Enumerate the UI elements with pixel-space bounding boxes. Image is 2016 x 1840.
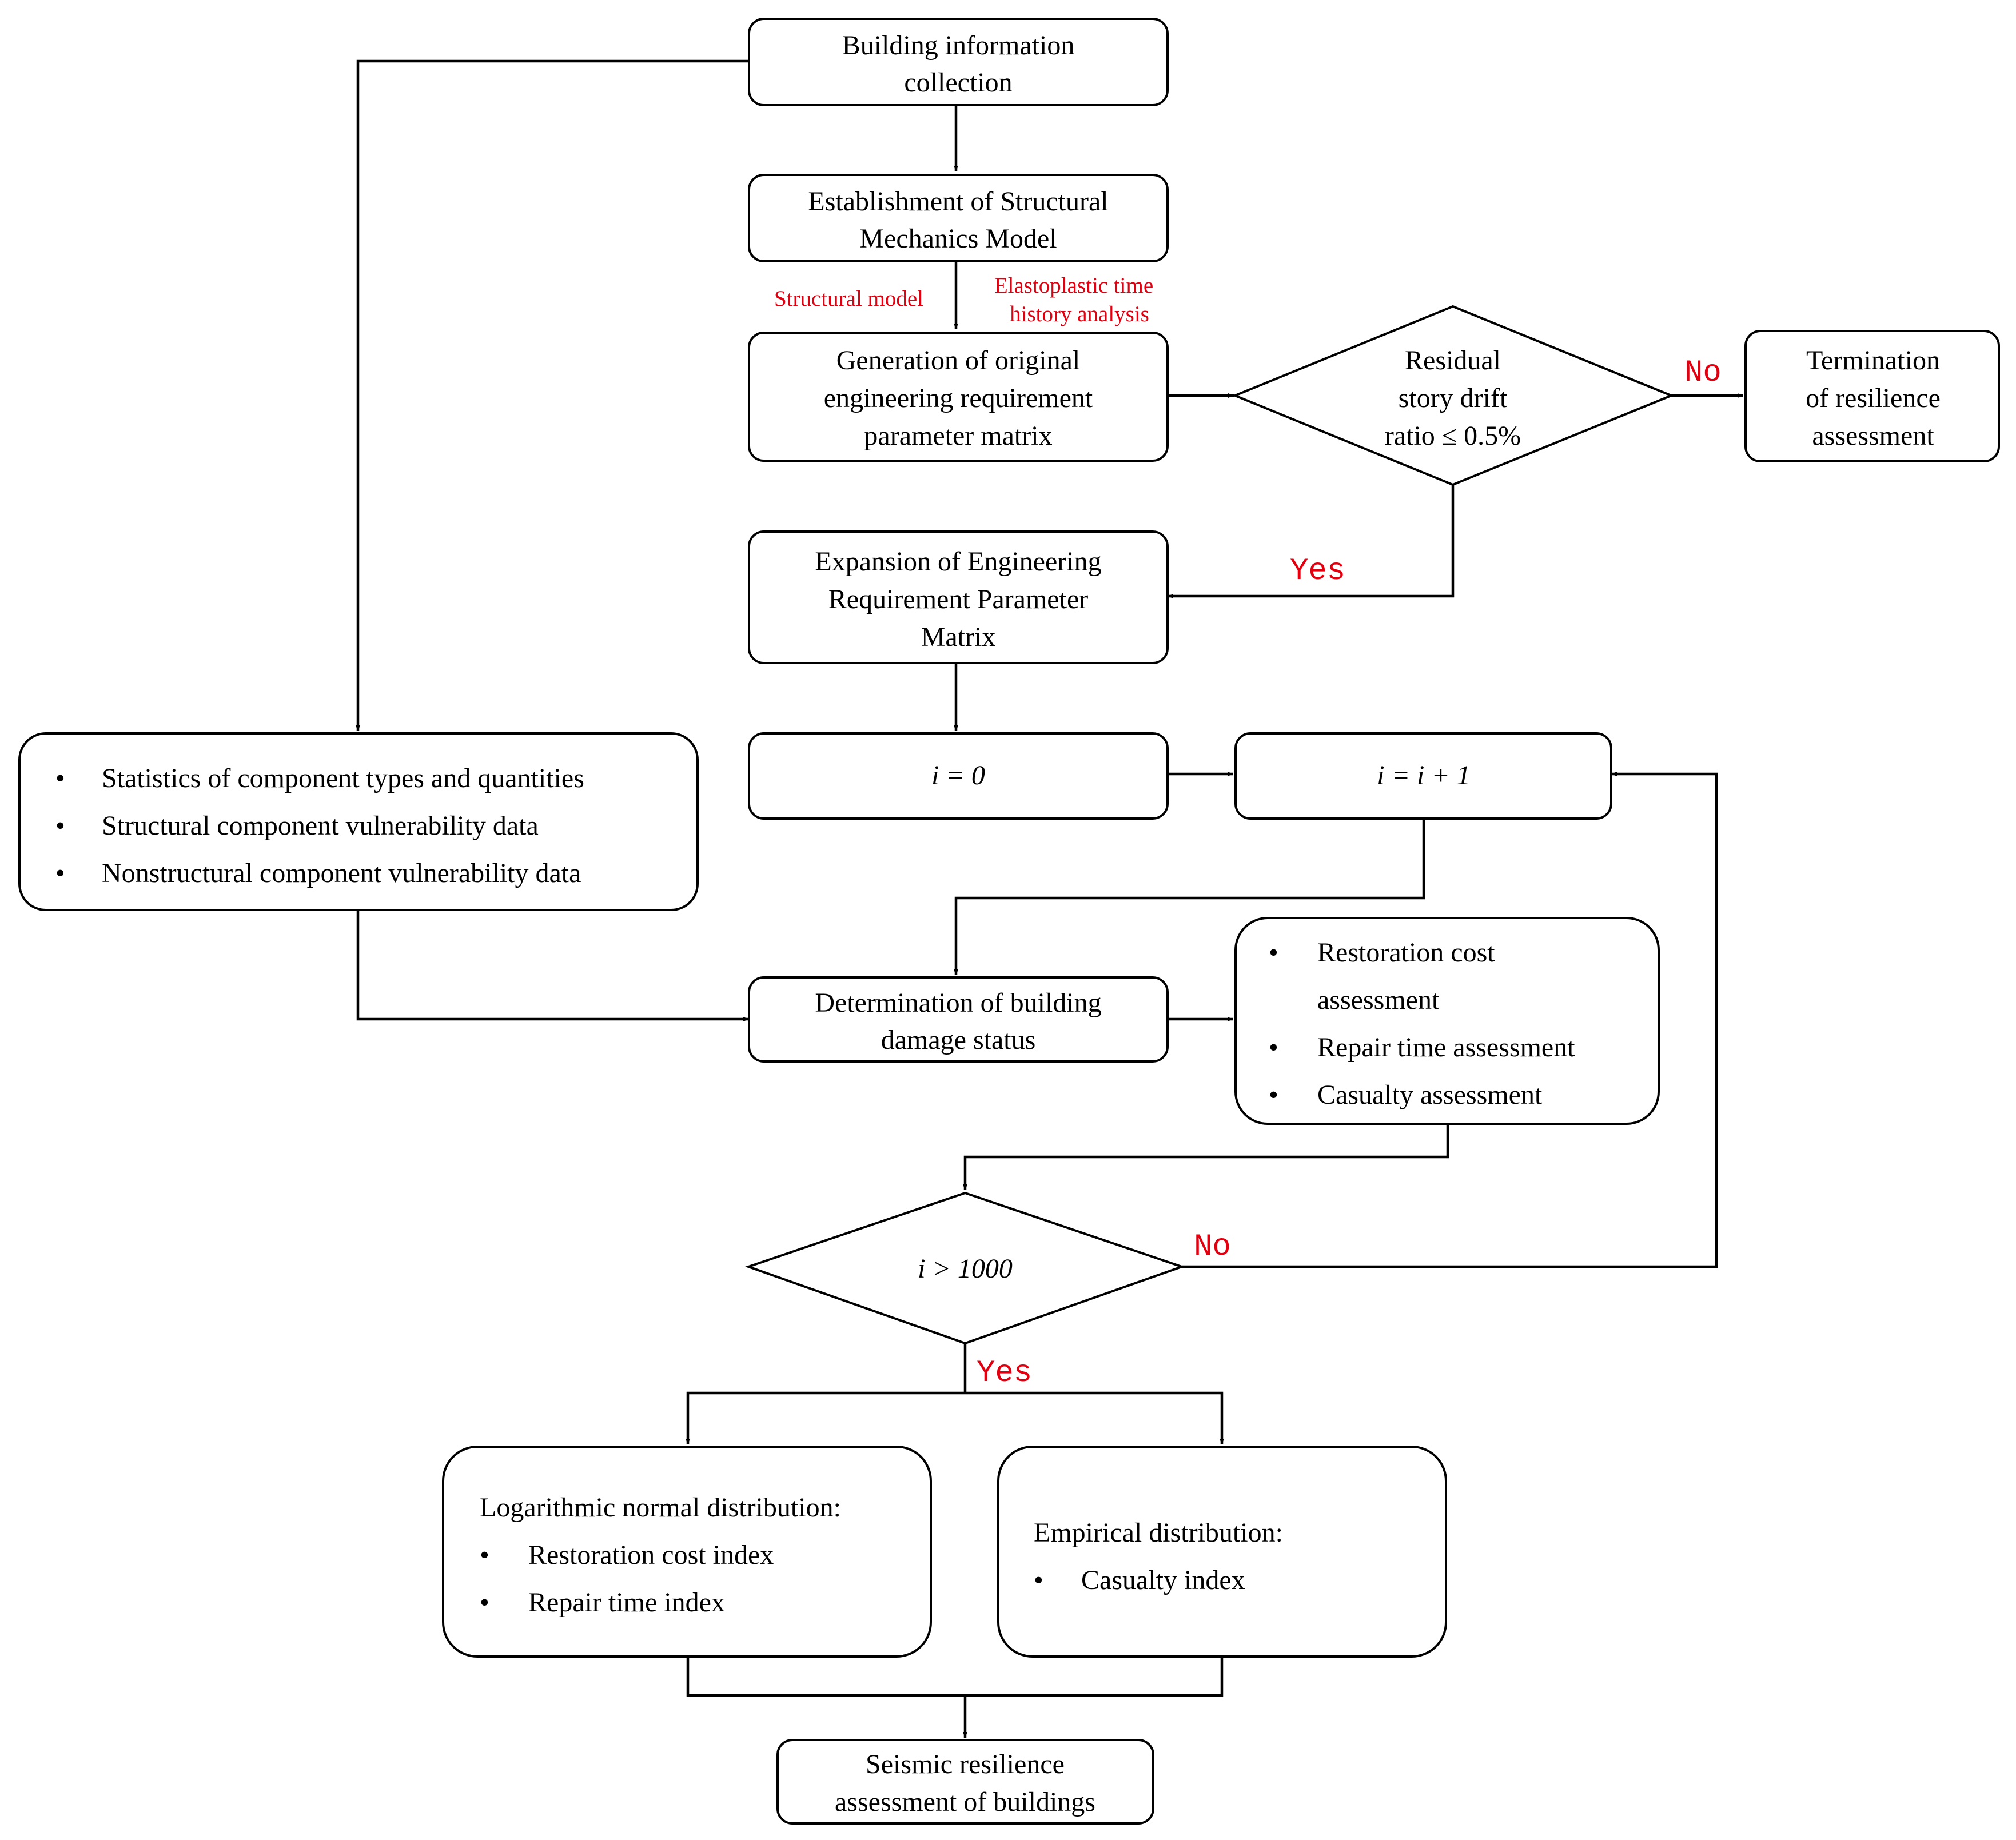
connector-lognormal-to-merge [686,1657,1224,1697]
edge-label-group-analysis: Structural model Elastoplastic time hist… [774,273,1153,326]
assessments-bullet-1: • [1269,937,1278,968]
component-bullet-1: • [55,763,65,793]
arrow-assessments-to-i-decision [963,1124,1449,1190]
lognormal-item-1: Restoration cost index [528,1540,774,1570]
diamond-i-decision: i > 1000 [744,1191,1186,1345]
box-i-increment: i = i + 1 [1234,732,1612,820]
box-seismic-resilience-assessment: Seismic resilience assessment of buildin… [776,1739,1154,1825]
empirical-title: Empirical distribution: [1034,1518,1283,1548]
seismic-line-2: assessment of buildings [835,1787,1095,1817]
label-no-termination: No [1684,356,1722,390]
i-decision-label: i > 1000 [918,1254,1013,1284]
i-zero-label: i = 0 [931,760,985,791]
generation-line-3: parameter matrix [864,421,1052,451]
structural-model-line-1: Establishment of Structural [808,186,1108,217]
label-elastoplastic-line-2: history analysis [1010,302,1149,326]
lognormal-title: Logarithmic normal distribution: [480,1492,841,1523]
arrow-i-increment-to-damage-status [954,819,1425,975]
arrow-component-data-to-damage-status [356,910,749,1021]
residual-line-1: Residual [1405,345,1501,376]
lognormal-item-2: Repair time index [528,1587,725,1618]
arrow-info-to-component-data [356,59,749,731]
component-item-1: Statistics of component types and quanti… [102,763,584,793]
arrow-i-decision-no-loop [1182,772,1718,1268]
label-structural-model: Structural model [774,286,923,311]
box-component-data: • Statistics of component types and quan… [18,732,699,911]
box-i-zero: i = 0 [748,732,1169,820]
label-yes-output: Yes [977,1356,1032,1391]
label-elastoplastic-line-1: Elastoplastic time [994,273,1153,298]
expansion-line-1: Expansion of Engineering [815,546,1101,577]
label-yes-expansion: Yes [1290,554,1345,589]
component-bullet-3: • [55,858,65,888]
empirical-bullet-1: • [1034,1565,1043,1595]
box-building-information-collection: Building information collection [748,18,1169,106]
label-no-loop: No [1194,1230,1231,1264]
expansion-line-3: Matrix [921,622,996,652]
box-generation-edp-matrix: Generation of original engineering requi… [748,332,1169,462]
box-termination-of-resilience-assessment: Termination of resilience assessment [1744,330,2000,462]
connectors [356,59,1743,1738]
assessments-item-1-cont: assessment [1317,985,1440,1015]
assessments-bullet-2: • [1269,1032,1278,1063]
seismic-line-1: Seismic resilience [866,1749,1065,1779]
arrow-residual-yes-to-expansion [1168,485,1455,598]
box-assessments: • Restoration cost assessment • Repair t… [1234,917,1660,1125]
damage-status-line-1: Determination of building [815,988,1101,1018]
component-item-2: Structural component vulnerability data [102,811,539,841]
box-expansion-edp-matrix: Expansion of Engineering Requirement Par… [748,530,1169,664]
arrow-yes-to-empirical [965,1391,1224,1444]
component-bullet-2: • [55,811,65,841]
i-zero-variable: i = 0 [931,760,985,791]
arrow-yes-to-lognormal [686,1391,965,1444]
expansion-line-2: Requirement Parameter [828,584,1088,614]
residual-line-2: story drift [1399,383,1508,413]
diamond-residual-drift-decision: Residual story drift ratio ≤ 0.5% [1232,305,1675,486]
structural-model-line-2: Mechanics Model [859,223,1057,254]
lognormal-bullet-1: • [480,1540,489,1570]
termination-line-2: of resilience [1806,383,1941,413]
box-empirical-distribution: Empirical distribution: • Casualty index [997,1446,1447,1658]
termination-line-1: Termination [1806,345,1940,376]
building-info-line-2: collection [904,67,1012,98]
assessments-item-2: Repair time assessment [1317,1032,1575,1063]
generation-line-1: Generation of original [836,345,1081,376]
lognormal-bullet-2: • [480,1587,489,1618]
termination-line-3: assessment [1812,421,1934,451]
box-structural-mechanics-model: Establishment of Structural Mechanics Mo… [748,174,1169,262]
empirical-item-1: Casualty index [1081,1565,1245,1595]
generation-line-2: engineering requirement [824,383,1093,413]
assessments-bullet-3: • [1269,1080,1278,1110]
residual-line-3: ratio ≤ 0.5% [1385,421,1521,451]
box-damage-status: Determination of building damage status [748,976,1169,1063]
assessments-item-3: Casualty assessment [1317,1080,1543,1110]
building-info-line-1: Building information [842,30,1075,61]
component-item-3: Nonstructural component vulnerability da… [102,858,581,888]
box-lognormal-distribution: Logarithmic normal distribution: • Resto… [442,1446,932,1658]
assessments-item-1: Restoration cost [1317,937,1495,968]
i-increment-label: i = i + 1 [1377,760,1470,791]
damage-status-line-2: damage status [881,1025,1036,1055]
